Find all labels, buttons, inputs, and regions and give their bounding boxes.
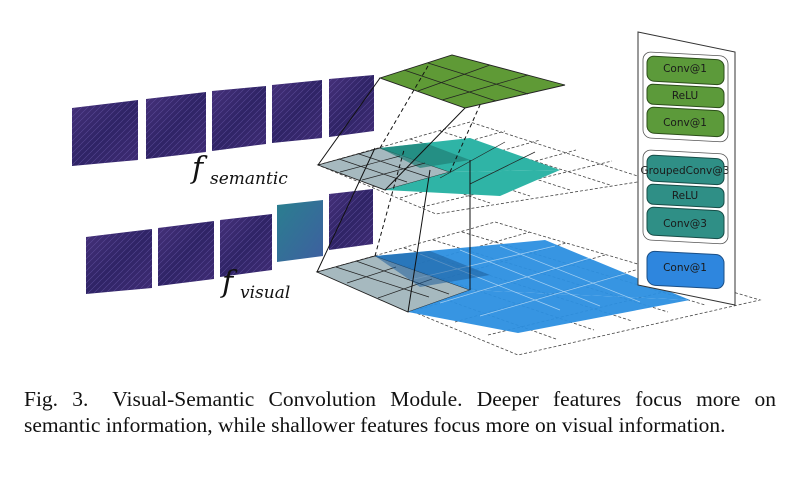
grouped-conv-button: GroupedConv@3 [641,154,730,186]
module-diagram: f semantic f visual [72,31,762,356]
semantic-layer-grid [316,121,651,215]
button-label: Conv@3 [663,218,707,230]
button-label: Conv@1 [663,117,707,129]
feature-map [72,100,138,166]
visual-layer-grid [315,221,762,356]
feature-map [277,200,323,262]
feature-map [158,221,214,286]
figure-caption: Fig. 3. Visual-Semantic Convolution Modu… [24,386,776,438]
button-label: Conv@1 [663,63,707,75]
conv-3-button: Conv@3 [646,206,725,240]
caption-text: Visual-Semantic Convolution Module. Deep… [24,387,776,437]
feature-map [329,189,373,250]
relu-middle-button: ReLU [646,183,725,209]
middle-group-outline [642,149,729,245]
button-label: ReLU [672,190,698,202]
button-label: GroupedConv@3 [641,165,730,177]
relu-top-button: ReLU [646,83,725,109]
conv-1-second-button: Conv@1 [646,106,725,138]
feature-map [212,86,266,151]
feature-map [272,80,322,143]
visual-feature-maps [86,189,373,294]
button-label: ReLU [672,90,698,102]
semantic-label: f semantic [190,151,288,189]
subscript-semantic: semantic [210,169,288,189]
caption-label: Fig. 3. [24,387,89,411]
top-group-outline [642,51,729,143]
f-symbol: f [190,151,208,186]
feature-map [220,214,272,277]
module-panel: Conv@1 ReLU Conv@1 GroupedConv@3 ReLU Co… [637,31,736,306]
connection-lines [316,65,481,313]
feature-map [86,229,152,294]
semantic-feature-maps [72,75,374,166]
feature-map [329,75,374,137]
conv-1-bottom-button: Conv@1 [646,250,725,290]
feature-map [146,92,206,159]
subscript-visual: visual [240,283,290,303]
output-layer-grid [378,54,566,109]
conv-1-top-button: Conv@1 [646,55,725,86]
button-label: Conv@1 [663,262,707,274]
